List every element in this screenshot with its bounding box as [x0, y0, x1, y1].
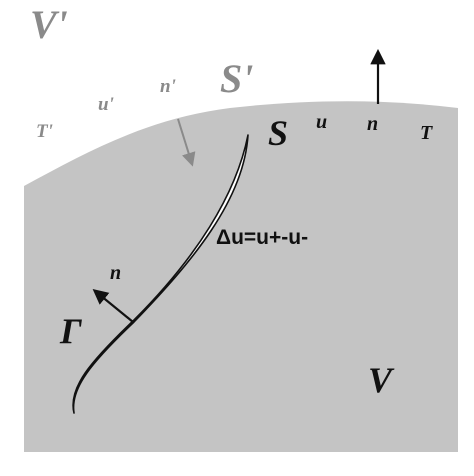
- exterior-traction-label: T': [36, 121, 53, 142]
- exterior-boundary-label: S': [220, 56, 253, 101]
- interior-traction-label: T: [420, 122, 433, 144]
- crack-surface: [72, 134, 249, 414]
- crack-normal-arrow: [92, 289, 134, 323]
- crack-normal-label: n: [110, 262, 121, 284]
- exterior-normal-arrow: [177, 118, 196, 167]
- interior-displacement-label: u: [316, 111, 327, 133]
- exterior-displacement-label: u': [98, 94, 114, 115]
- interior-region-label: V: [368, 360, 395, 400]
- displacement-jump-label: Δu=u+-u-: [216, 226, 308, 249]
- exterior-normal-label: n': [160, 76, 176, 97]
- interior-boundary-label: S: [268, 113, 288, 153]
- interior-normal-label: n: [367, 113, 378, 135]
- crack-surface-label: Γ: [59, 311, 82, 351]
- exterior-region-label: V': [30, 2, 68, 47]
- body-region: [24, 101, 458, 452]
